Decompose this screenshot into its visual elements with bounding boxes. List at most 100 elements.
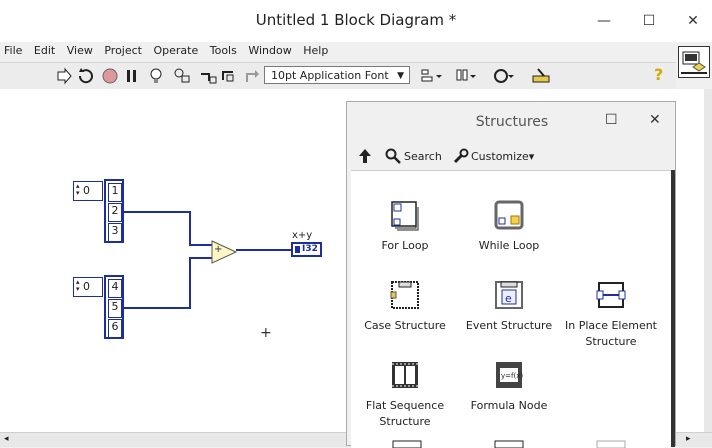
structures-palette: Structures ☐ ✕ Search Customize▾ For Loo… — [346, 101, 677, 448]
add-function-icon[interactable] — [210, 239, 238, 265]
formula-node-icon: y=f(x) — [496, 362, 523, 388]
menu-help[interactable]: Help — [303, 44, 329, 57]
crosshair-cursor-icon: + — [260, 325, 272, 341]
scroll-right-icon[interactable]: ▸ — [686, 434, 691, 444]
up-arrow-icon[interactable] — [357, 148, 373, 164]
wires-layer — [124, 211, 292, 309]
palette-item-label: Case Structure — [364, 319, 446, 332]
vertical-scrollbar[interactable] — [704, 89, 712, 435]
case-structure-icon — [390, 281, 419, 309]
retain-wire-values-icon[interactable] — [172, 66, 192, 86]
palette-close-icon[interactable]: ✕ — [649, 112, 661, 128]
toolbar: 10pt Application Font ▼ ? — [0, 62, 676, 90]
menu-project[interactable]: Project — [104, 44, 142, 57]
array-b-element[interactable]: 5 — [108, 299, 122, 318]
partial-structure-icon[interactable] — [391, 439, 423, 448]
context-help-icon[interactable] — [678, 46, 710, 78]
index-stepper-icon: ▴▾ — [76, 278, 80, 293]
menu-file[interactable]: File — [4, 44, 23, 57]
add-operator-label: + — [214, 244, 223, 255]
palette-item-label: In Place Element Structure — [565, 319, 657, 348]
palette-toolbar: Search Customize▾ — [347, 144, 677, 168]
palette-item-label: Formula Node — [470, 399, 548, 412]
svg-text:y=f(x): y=f(x) — [501, 372, 523, 380]
search-button[interactable]: Search — [404, 150, 442, 163]
partial-structure-icon[interactable] — [493, 439, 525, 448]
indicator-label: x+y — [292, 230, 313, 241]
partial-structure-icon[interactable] — [595, 439, 627, 448]
title-bar: Untitled 1 Block Diagram * — ☐ ✕ — [0, 0, 712, 42]
chevron-down-icon: ▼ — [397, 71, 404, 81]
array-b-index[interactable]: ▴▾ 0 — [73, 277, 103, 297]
palette-item-label: Event Structure — [465, 319, 553, 332]
array-a-element[interactable]: 1 — [108, 183, 122, 202]
array-b-element[interactable]: 6 — [108, 319, 122, 338]
font-select-value: 10pt Application Font — [271, 69, 389, 82]
menu-edit[interactable]: Edit — [33, 44, 56, 57]
highlight-execution-icon[interactable] — [146, 66, 166, 86]
step-out-icon[interactable] — [242, 66, 262, 86]
align-objects-icon[interactable] — [420, 66, 444, 86]
close-button[interactable]: ✕ — [687, 13, 699, 29]
step-into-icon[interactable] — [198, 66, 218, 86]
while-loop-icon — [494, 200, 524, 230]
run-arrow-icon[interactable] — [54, 66, 74, 86]
palette-item-label: Flat Sequence Structure — [365, 399, 445, 428]
palette-item-formula-node[interactable]: y=f(x) Formula Node — [457, 359, 561, 414]
abort-icon[interactable] — [100, 66, 120, 86]
palette-item-case-structure[interactable]: Case Structure — [353, 279, 457, 334]
indicator-type: I32 — [302, 244, 318, 254]
array-a-index-value: 0 — [83, 184, 90, 197]
customize-label: Customize — [471, 150, 529, 163]
array-a[interactable]: 1 2 3 — [104, 179, 124, 243]
index-stepper-icon: ▴▾ — [76, 182, 80, 197]
pause-icon[interactable] — [122, 66, 142, 86]
menu-view[interactable]: View — [66, 44, 93, 57]
restore-icon[interactable]: ☐ — [605, 112, 618, 128]
flat-sequence-icon — [392, 362, 418, 388]
palette-item-while-loop[interactable]: While Loop — [457, 199, 561, 254]
wire-b[interactable] — [124, 257, 212, 309]
palette-title: Structures — [475, 114, 549, 130]
reorder-icon[interactable] — [492, 66, 516, 86]
palette-item-in-place-element-structure[interactable]: In Place Element Structure — [559, 279, 663, 350]
wrench-icon[interactable] — [453, 148, 469, 164]
in-place-element-icon — [596, 282, 626, 308]
terminal-arrow-icon — [295, 246, 300, 253]
palette-item-label: While Loop — [478, 239, 540, 252]
event-structure-icon: e — [495, 281, 523, 309]
customize-button[interactable]: Customize▾ — [471, 150, 534, 163]
palette-item-event-structure[interactable]: e Event Structure — [457, 279, 561, 334]
palette-item-label: For Loop — [381, 239, 429, 252]
array-b-index-value: 0 — [83, 280, 90, 293]
for-loop-icon — [391, 201, 419, 231]
palette-content: For Loop While Loop Case Structure e Eve… — [351, 170, 671, 448]
menu-tools[interactable]: Tools — [209, 44, 237, 57]
search-icon[interactable] — [385, 148, 401, 164]
run-continuously-icon[interactable] — [76, 66, 96, 86]
indicator-terminal[interactable]: I32 — [291, 242, 322, 257]
palette-item-flat-sequence-structure[interactable]: Flat Sequence Structure — [353, 359, 457, 430]
wire-a[interactable] — [124, 211, 212, 246]
array-a-element[interactable]: 2 — [108, 203, 122, 222]
minimize-button[interactable]: — — [597, 13, 611, 29]
help-icon[interactable]: ? — [654, 65, 664, 84]
svg-text:e: e — [505, 292, 512, 305]
array-b[interactable]: 4 5 6 — [104, 275, 124, 339]
step-over-icon[interactable] — [220, 66, 240, 86]
menu-window[interactable]: Window — [248, 44, 292, 57]
menu-bar: File Edit View Project Operate Tools Win… — [0, 42, 676, 60]
palette-scrollbar[interactable] — [671, 170, 675, 447]
distribute-objects-icon[interactable] — [454, 66, 478, 86]
scroll-left-icon[interactable]: ◂ — [4, 434, 9, 444]
maximize-button[interactable]: ☐ — [642, 13, 656, 29]
font-select[interactable]: 10pt Application Font ▼ — [264, 66, 410, 84]
cleanup-diagram-icon[interactable] — [530, 66, 554, 86]
menu-operate[interactable]: Operate — [153, 44, 199, 57]
window-title: Untitled 1 Block Diagram * — [255, 11, 457, 29]
array-b-element[interactable]: 4 — [108, 279, 122, 298]
array-a-index[interactable]: ▴▾ 0 — [73, 181, 103, 201]
palette-item-for-loop[interactable]: For Loop — [353, 199, 457, 254]
dropdown-arrow-icon: ▾ — [528, 150, 535, 163]
array-a-element[interactable]: 3 — [108, 223, 122, 242]
